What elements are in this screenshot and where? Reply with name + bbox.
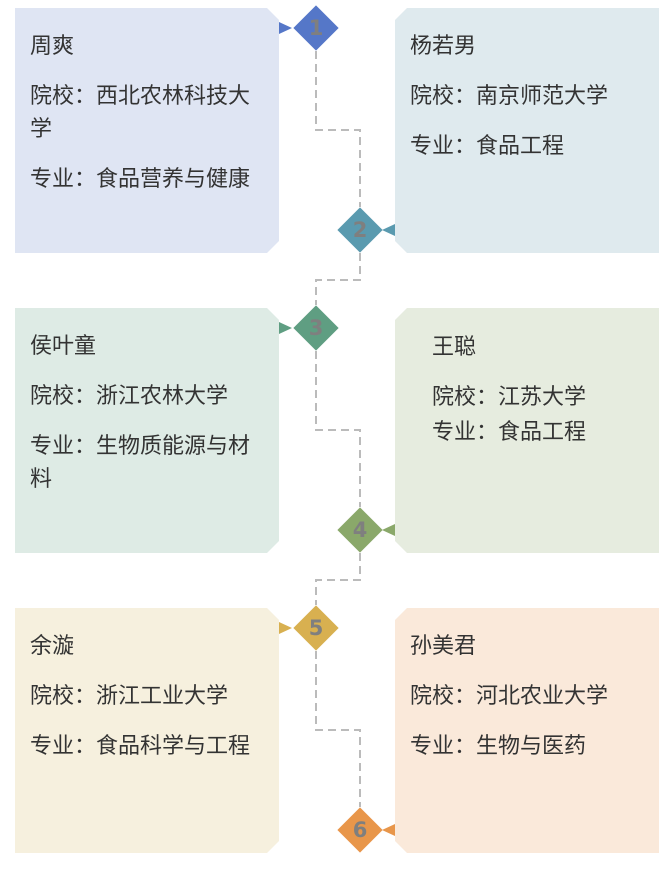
step-number: 1 bbox=[308, 16, 324, 40]
pointer-5 bbox=[279, 622, 292, 634]
person-card: 周爽院校：西北农林科技大学专业：食品营养与健康 bbox=[15, 8, 279, 253]
step-number: 5 bbox=[308, 616, 324, 640]
step-number: 6 bbox=[352, 818, 368, 842]
person-card: 侯叶童院校：浙江农林大学专业：生物质能源与材料 bbox=[15, 308, 279, 553]
pointer-3 bbox=[279, 322, 292, 334]
person-major: 专业：食品营养与健康 bbox=[30, 167, 251, 192]
person-name: 孙美君 bbox=[410, 634, 477, 659]
person-card: 杨若男院校：南京师范大学专业：食品工程 bbox=[395, 8, 659, 253]
person-major: 专业：食品工程 bbox=[432, 420, 587, 445]
person-name: 杨若男 bbox=[410, 34, 477, 59]
person-school: 院校：南京师范大学 bbox=[410, 84, 609, 109]
person-major: 专业：食品工程 bbox=[410, 134, 565, 159]
person-name: 周爽 bbox=[30, 34, 75, 59]
person-major: 专业：食品科学与工程 bbox=[30, 734, 251, 759]
person-school: 院校：浙江农林大学 bbox=[30, 384, 229, 409]
person-name: 侯叶童 bbox=[30, 334, 97, 359]
person-school: 院校：西北农林科技大学 bbox=[30, 84, 251, 142]
person-school: 院校：河北农业大学 bbox=[410, 684, 609, 709]
person-school: 院校：浙江工业大学 bbox=[30, 684, 229, 709]
person-school: 院校：江苏大学 bbox=[432, 385, 587, 410]
person-name: 余漩 bbox=[30, 634, 75, 659]
pointer-4 bbox=[382, 524, 395, 536]
pointer-6 bbox=[382, 824, 395, 836]
person-name: 王聪 bbox=[432, 335, 477, 360]
person-card: 孙美君院校：河北农业大学专业：生物与医药 bbox=[395, 608, 659, 853]
step-number: 2 bbox=[352, 218, 368, 242]
pointer-2 bbox=[382, 224, 395, 236]
step-number: 3 bbox=[308, 316, 324, 340]
step-number: 4 bbox=[352, 518, 368, 542]
person-major: 专业：生物与医药 bbox=[410, 734, 587, 759]
person-major: 专业：生物质能源与材料 bbox=[30, 434, 251, 492]
person-card: 余漩院校：浙江工业大学专业：食品科学与工程 bbox=[15, 608, 279, 853]
person-card: 王聪院校：江苏大学专业：食品工程 bbox=[395, 308, 659, 553]
pointer-1 bbox=[279, 22, 292, 34]
